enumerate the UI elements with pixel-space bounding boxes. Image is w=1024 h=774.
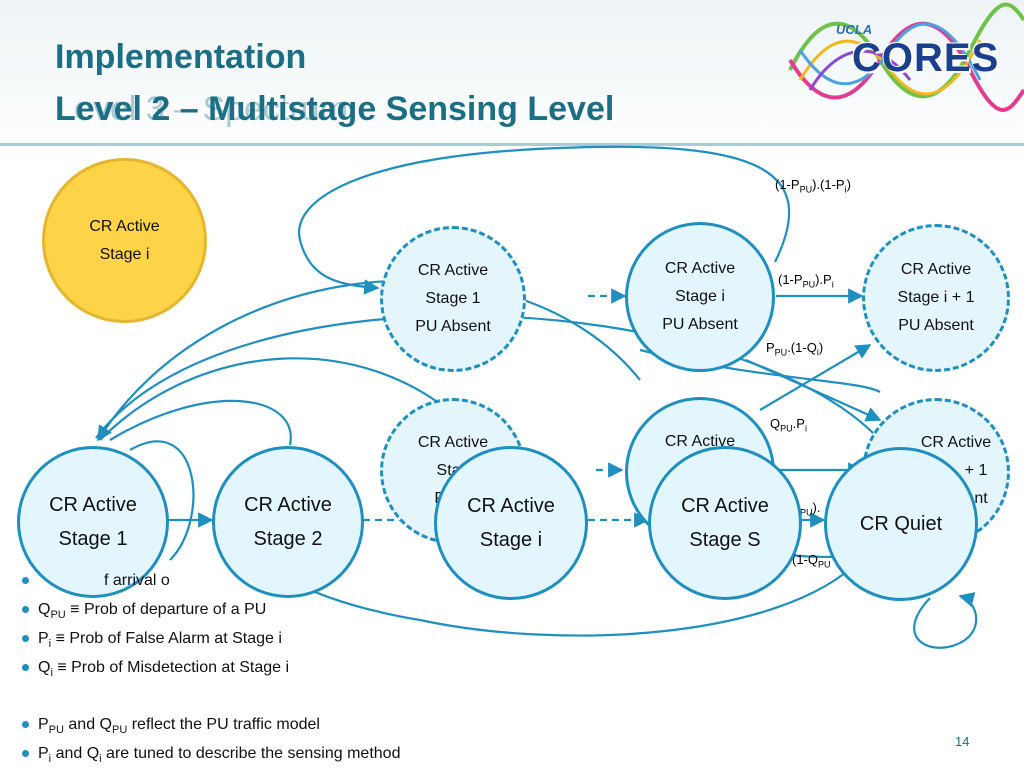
- node-label: Stage S: [689, 529, 761, 551]
- edge-loop-top: [297, 145, 791, 295]
- node-label: CR Active: [920, 434, 992, 451]
- node-label: + 1: [964, 462, 988, 479]
- node-label: Stage i: [479, 529, 543, 551]
- node-bottom-stagei: CR Active Stage i: [434, 446, 588, 600]
- edge-self-1: [129, 440, 195, 561]
- node-label: CR Active: [244, 494, 332, 516]
- node-stagei-pu-absent: CR Active Stage i PU Absent: [625, 222, 775, 372]
- node-label: CR Active: [49, 494, 137, 516]
- edge-cross-up: [759, 344, 872, 411]
- edge-label-1: (1-PPU).(1-Pi): [775, 177, 851, 195]
- node-label: CR Active: [681, 495, 769, 517]
- node-bottom-stage1: CR Active Stage 1: [17, 446, 169, 598]
- bullet-item: PPU and QPU reflect the PU traffic model: [22, 710, 400, 739]
- node-label: CR Active: [664, 433, 736, 450]
- node-bottom-stage2: CR Active Stage 2: [212, 446, 364, 598]
- bullet-item: Qi ≡ Prob of Misdetection at Stage i: [22, 653, 400, 682]
- edge-label-5: PU).: [800, 500, 821, 518]
- node-cr-quiet: CR Quiet: [824, 447, 978, 601]
- bullet-item: QPU ≡ Prob of departure of a PU: [22, 595, 400, 624]
- edge-label-2: (1-PPU).Pi: [778, 272, 834, 290]
- header-band: [0, 0, 1024, 150]
- node-label: CR Active: [467, 495, 555, 517]
- edge-label-6: (1-QPU: [792, 552, 831, 570]
- logo-ucla-text: UCLA: [836, 22, 873, 37]
- node-label: Stage i: [99, 245, 150, 263]
- slide-title-line2: Level 2 – Multistage Sensing Level: [55, 90, 614, 128]
- edge-quiet-self: [913, 592, 978, 649]
- bullet-item: Pi ≡ Prob of False Alarm at Stage i: [22, 624, 400, 653]
- page-number: 14: [955, 734, 970, 749]
- node-stagei1-pu-absent: CR Active Stage i + 1 PU Absent: [862, 224, 1010, 372]
- slide-title-line1: Implementation: [55, 38, 307, 76]
- header-rule: [0, 143, 1024, 146]
- node-label: Stage 1: [425, 290, 481, 307]
- node-label: CR Quiet: [859, 513, 943, 535]
- node-label: Stage i + 1: [897, 289, 975, 306]
- edge-arc-1: [97, 279, 641, 442]
- node-label: CR Active: [900, 261, 972, 278]
- node-label: CR Active: [664, 260, 736, 277]
- node-label: nt: [974, 490, 988, 507]
- edge-arc-3: [99, 357, 461, 441]
- node-bottom-stageS: CR Active Stage S: [648, 446, 802, 600]
- edge-label-4: QPU.Pi: [770, 416, 807, 434]
- definitions-list: f arrival o QPU ≡ Prob of departure of a…: [22, 566, 400, 768]
- title-line2-text: Level 2 – Multistage Sensing Level: [55, 90, 615, 128]
- node-cr-active-stage-i-gold: CR Active Stage i: [42, 158, 207, 323]
- edge-arc-4: [109, 399, 292, 446]
- edge-label-3: PPU.(1-Qi): [766, 340, 824, 358]
- bullet-item: Pi and Qi are tuned to describe the sens…: [22, 739, 400, 768]
- bullet-item: f arrival o: [22, 566, 400, 595]
- logo-cores-text: CORES: [852, 36, 1000, 80]
- node-label: CR Active: [417, 434, 489, 451]
- edge-cross-down: [745, 358, 882, 422]
- cores-logo-graphic: [788, 2, 1024, 112]
- node-stage1-pu-absent: CR Active Stage 1 PU Absent: [380, 226, 526, 372]
- node-label: CR Active: [417, 262, 489, 279]
- node-label: CR Active: [89, 217, 160, 235]
- node-label: PU Absent: [662, 316, 738, 333]
- bullet-partial-text: f arrival o: [104, 572, 170, 589]
- node-label: Stage 2: [253, 528, 323, 550]
- node-label: PU Absent: [898, 317, 974, 334]
- node-label: Stage 1: [58, 528, 128, 550]
- node-label: Stage i: [675, 288, 725, 305]
- slide-title-ghost: Level 3 – Spectrum: [55, 90, 348, 128]
- node-label: PU Absent: [415, 318, 491, 335]
